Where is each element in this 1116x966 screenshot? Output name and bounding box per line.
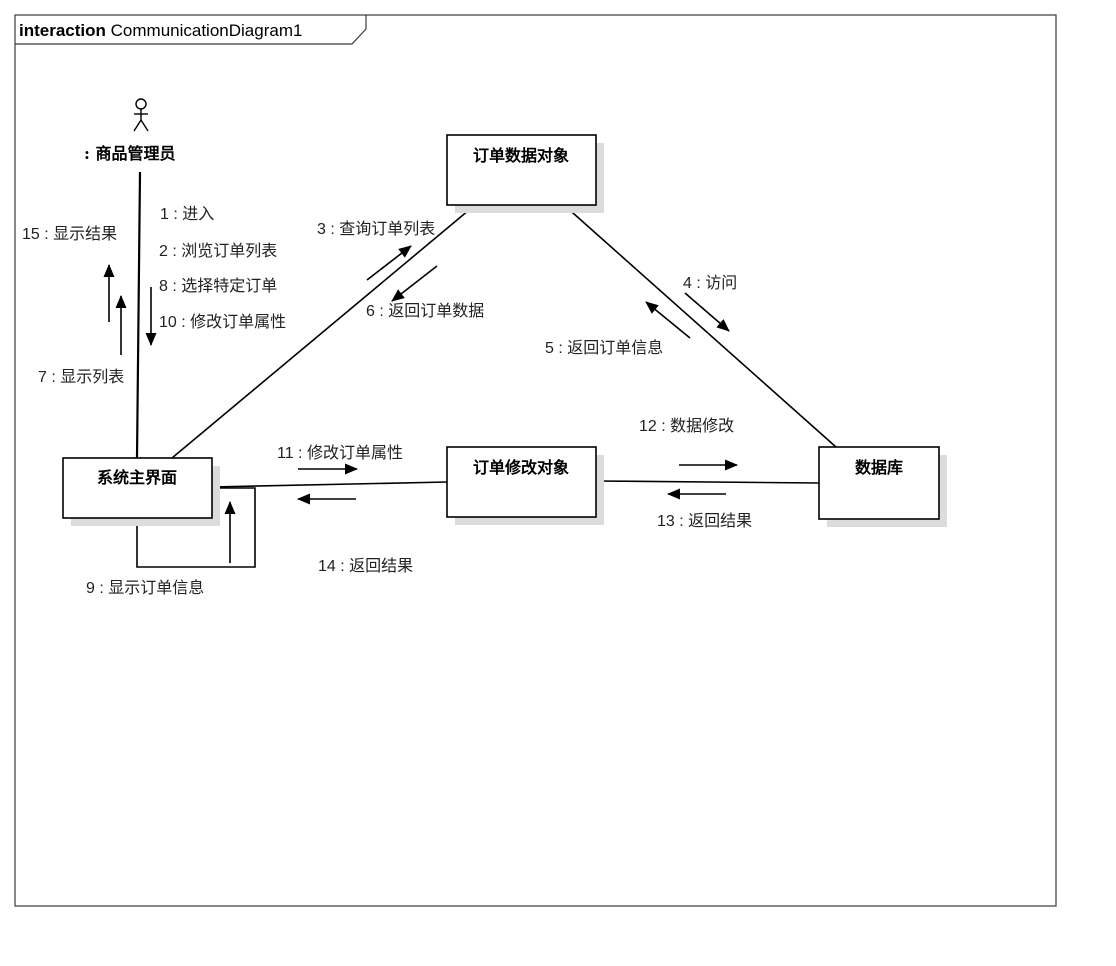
message-label-10: 10 : 修改订单属性 xyxy=(159,313,286,331)
actor-right-leg xyxy=(140,119,149,132)
message-label-11: 11 : 修改订单属性 xyxy=(277,444,403,462)
message-label-13: 13 : 返回结果 xyxy=(657,512,752,530)
message-label-1: 1 : 进入 xyxy=(160,205,214,223)
message-arrow-3[interactable] xyxy=(366,245,412,281)
message-label-12: 12 : 数据修改 xyxy=(639,417,734,435)
object-main-ui-box xyxy=(62,457,213,519)
link-main-ui-self-loop[interactable] xyxy=(136,487,256,568)
link-order-data-database[interactable] xyxy=(563,204,837,448)
object-main-ui[interactable]: 系统主界面 xyxy=(62,457,220,526)
actor-label: : 商品管理员 xyxy=(84,144,175,163)
message-arrow-4[interactable] xyxy=(684,292,730,332)
object-order-data-label: 订单数据对象 xyxy=(473,146,569,165)
message-arrow-5[interactable] xyxy=(645,301,691,339)
actor-stick-figure[interactable] xyxy=(133,98,149,132)
frame-diagram-name: CommunicationDiagram1 xyxy=(111,21,303,40)
message-label-5: 5 : 返回订单信息 xyxy=(545,339,663,357)
message-label-15: 15 : 显示结果 xyxy=(22,225,117,243)
frame-title: interaction CommunicationDiagram1 xyxy=(19,21,302,40)
message-label-14: 14 : 返回结果 xyxy=(318,557,413,575)
message-label-3: 3 : 查询订单列表 xyxy=(317,220,435,238)
message-label-4: 4 : 访问 xyxy=(683,274,737,292)
frame-name-tab xyxy=(15,15,367,45)
object-database-label: 数据库 xyxy=(855,458,903,477)
link-main-ui-order-modify[interactable] xyxy=(211,481,448,488)
object-database-box xyxy=(818,446,940,520)
actor-left-leg xyxy=(133,119,142,132)
object-main-ui-label: 系统主界面 xyxy=(97,468,177,487)
object-order-data[interactable]: 订单数据对象 xyxy=(446,134,604,213)
object-order-modify-box xyxy=(446,446,597,518)
object-database[interactable]: 数据库 xyxy=(818,446,947,527)
object-order-data-box xyxy=(446,134,597,206)
link-order-modify-database[interactable] xyxy=(595,480,820,484)
object-order-modify[interactable]: 订单修改对象 xyxy=(446,446,604,525)
message-label-9: 9 : 显示订单信息 xyxy=(86,579,204,597)
frame-keyword: interaction xyxy=(19,21,106,40)
message-arrow-6[interactable] xyxy=(391,265,438,302)
link-main-ui-order-data[interactable] xyxy=(171,204,476,459)
message-label-8: 8 : 选择特定订单 xyxy=(159,277,277,295)
message-label-7: 7 : 显示列表 xyxy=(38,368,124,386)
message-label-2: 2 : 浏览订单列表 xyxy=(159,242,277,260)
object-order-modify-label: 订单修改对象 xyxy=(473,458,569,477)
message-label-6: 6 : 返回订单数据 xyxy=(366,302,484,320)
link-actor-main-ui[interactable] xyxy=(135,171,142,459)
